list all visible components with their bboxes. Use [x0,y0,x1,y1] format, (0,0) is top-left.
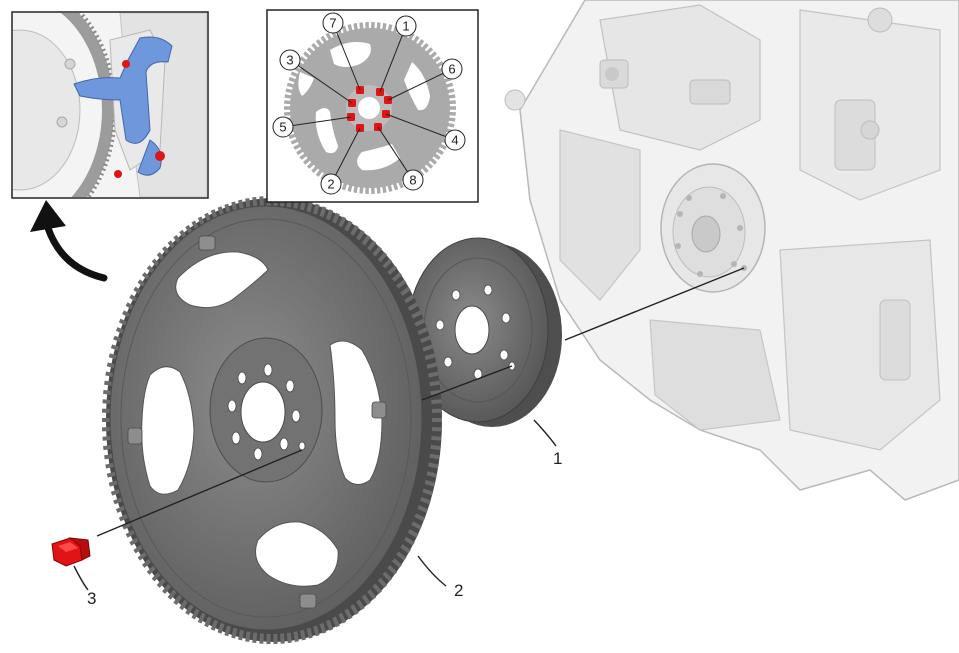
sequence-number-labels: 1 2 3 4 5 6 7 8 [272,12,466,195]
sequence-label-8: 8 [402,169,424,191]
svg-text:5: 5 [279,120,286,135]
svg-text:7: 7 [329,16,336,31]
sequence-leader-lines [292,32,446,176]
reinforcement-plate [407,237,562,427]
sequence-leader-5 [292,116,352,126]
svg-text:6: 6 [448,62,455,77]
svg-text:8: 8 [409,173,416,188]
leader-lines [73,267,745,591]
flexplate-ring-gear-teeth [102,195,442,645]
callout-1: 1 [553,449,562,468]
sequence-leader-6 [387,72,444,101]
sequence-leader-2 [335,127,361,176]
flexplate [102,195,442,645]
sequence-label-1: 1 [395,15,417,37]
holding-tool-detail-inset [11,11,209,199]
engine-block [504,0,959,501]
svg-text:4: 4 [451,133,458,148]
sequence-leader-3 [297,65,353,104]
sequence-leader-8 [377,126,408,172]
callout-3: 3 [87,589,96,608]
svg-text:3: 3 [286,53,293,68]
callout-2: 2 [454,581,463,600]
curved-arrow-up-icon [30,200,108,282]
holding-tool [73,36,173,144]
svg-text:2: 2 [327,177,334,192]
bolt-sequence-inset [266,9,479,203]
sequence-label-7: 7 [322,12,344,34]
sequence-label-4: 4 [444,129,466,151]
sequence-leader-4 [385,113,446,137]
sequence-label-5: 5 [272,116,294,138]
svg-text:1: 1 [402,19,409,34]
sequence-label-6: 6 [441,58,463,80]
sequence-label-2: 2 [320,173,342,195]
flexplate-bolt [51,537,91,567]
sequence-label-3: 3 [279,49,301,71]
sequence-leader-1 [379,35,403,93]
sequence-leader-7 [336,32,361,91]
